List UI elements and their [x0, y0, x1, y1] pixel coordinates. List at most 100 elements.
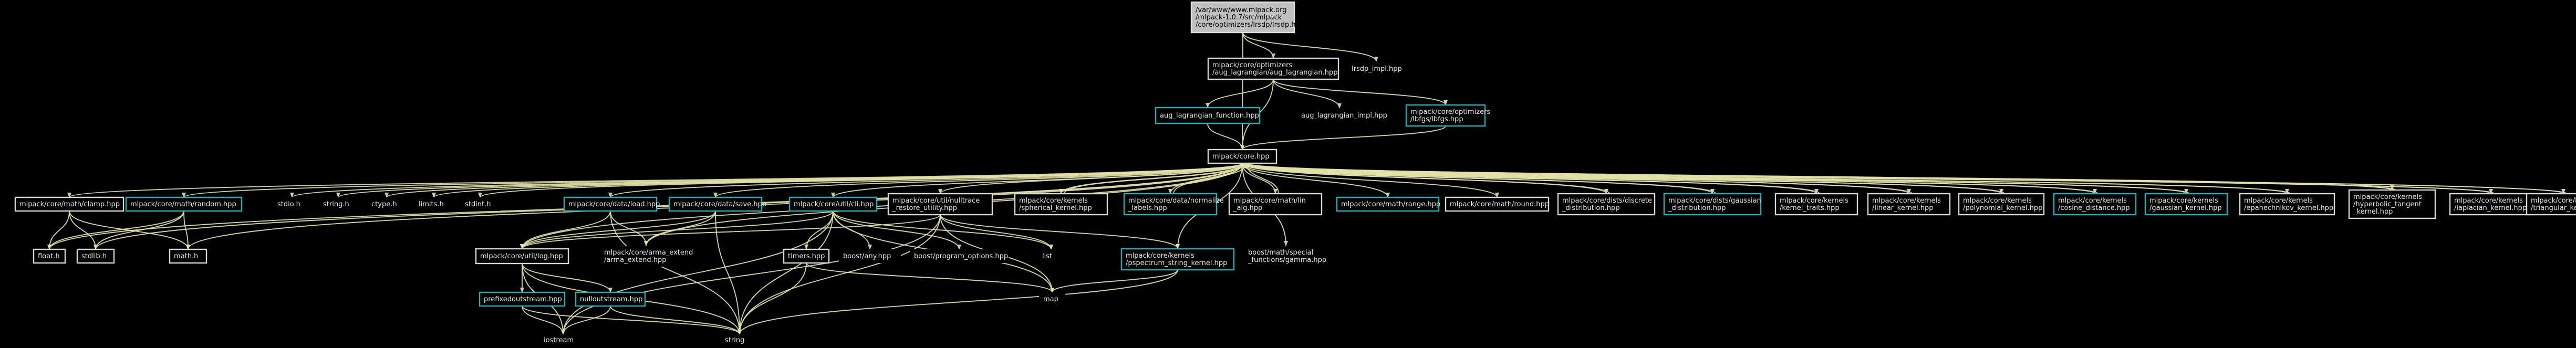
node-box	[33, 248, 66, 264]
node-triangular[interactable]: mlpack/core/kernels/triangular_kernel.hp…	[2526, 193, 2576, 216]
node-math[interactable]: math.h	[169, 248, 207, 264]
dependency-edge	[610, 305, 742, 335]
node-range[interactable]: mlpack/core/math/range.hpp	[1336, 196, 1440, 212]
node-layer: /var/www/www.mlpack.org/mlpack-1.0.7/src…	[14, 1, 2576, 346]
node-box	[721, 334, 759, 346]
dependency-edge	[1244, 163, 2291, 194]
node-box	[319, 197, 358, 211]
node-random[interactable]: mlpack/core/math/random.hpp	[125, 196, 243, 212]
dependency-edge	[608, 163, 1243, 198]
node-nulltrace[interactable]: mlpack/core/util/nulltrace_restore_utili…	[887, 193, 993, 216]
node-core[interactable]: mlpack/core.hpp	[1207, 149, 1277, 164]
node-label: mlpack/core/dists/discrete	[1562, 197, 1652, 205]
dependency-edge	[1064, 163, 1249, 194]
node-load[interactable]: mlpack/core/data/load.hpp	[563, 196, 660, 212]
dependency-edge	[47, 210, 70, 250]
dependency-edge	[806, 262, 1054, 293]
node-box	[1207, 149, 1277, 164]
node-box	[539, 334, 587, 346]
node-float[interactable]: float.h	[33, 248, 66, 264]
node-log[interactable]: mlpack/core/util/log.hpp	[475, 248, 569, 265]
node-label: map	[1043, 296, 1058, 303]
node-box	[1774, 193, 1858, 216]
node-label: mlpack/core/kernels	[2454, 197, 2523, 205]
node-clamp[interactable]: mlpack/core/math/clamp.hpp	[14, 196, 124, 212]
node-cosine[interactable]: mlpack/core/kernels/cosine_distance.hpp	[2053, 193, 2137, 216]
node-label: /hyperbolic_tangent	[2353, 201, 2422, 208]
node-lrsdp-impl: lrsdp_impl.hpp	[1347, 61, 1405, 76]
dependency-edge	[561, 305, 611, 335]
node-hyperbolic[interactable]: mlpack/core/kernels/hyperbolic_tangent_k…	[2348, 189, 2436, 219]
node-cli[interactable]: mlpack/core/util/cli.hpp	[788, 196, 878, 212]
node-discrete[interactable]: mlpack/core/dists/discrete_distribution.…	[1557, 193, 1656, 216]
node-box	[1244, 246, 1328, 267]
node-label: prefixedoutstream.hpp	[484, 296, 562, 303]
dependency-edge	[522, 305, 742, 335]
node-iostream: iostream	[539, 334, 587, 346]
node-string: string	[721, 334, 759, 346]
node-box	[461, 197, 500, 211]
node-kernel-traits[interactable]: mlpack/core/kernels/kernel_traits.hpp	[1774, 193, 1858, 216]
node-gaussian-kernel[interactable]: mlpack/core/kernels/gaussian_kernel.hpp	[2144, 193, 2228, 216]
node-pspectrum[interactable]: mlpack/core/kernels/pspectrum_string_ker…	[1120, 248, 1235, 271]
node-box	[1445, 196, 1550, 212]
node-lin-alg[interactable]: mlpack/core/math/lin_alg.hpp	[1228, 193, 1323, 216]
node-label: mlpack/core/math/round.hpp	[1450, 201, 1549, 208]
node-auglag-fn[interactable]: aug_lagrangian_function.hpp	[1155, 107, 1261, 124]
node-label: /epanechnikov_kernel.hpp	[2244, 204, 2333, 212]
node-label: nulloutstream.hpp	[580, 296, 642, 303]
node-round[interactable]: mlpack/core/math/round.hpp	[1445, 196, 1550, 212]
node-label: /var/www/www.mlpack.org	[1196, 6, 1287, 14]
node-label: /gaussian_kernel.hpp	[2149, 204, 2222, 212]
node-label: mlpack/core/kernels	[2353, 193, 2422, 201]
node-prefixedoutstream[interactable]: prefixedoutstream.hpp	[479, 291, 566, 307]
node-gaussian-dist[interactable]: mlpack/core/dists/gaussian_distribution.…	[1663, 193, 1762, 216]
node-label: mlpack/core/math/clamp.hpp	[19, 201, 120, 208]
node-label: mlpack/core/data/save.hpp	[673, 201, 766, 208]
node-label: /laplacian_kernel.hpp	[2454, 204, 2527, 212]
node-polynomial[interactable]: mlpack/core/kernels/polynomial_kernel.hp…	[1958, 193, 2045, 216]
dependency-edge	[833, 210, 961, 250]
dependency-edge	[1244, 163, 2190, 194]
node-label: ctype.h	[371, 201, 397, 208]
node-label: iostream	[544, 336, 574, 344]
node-label: boost/any.hpp	[843, 252, 891, 260]
node-linear[interactable]: mlpack/core/kernels/linear_kernel.hpp	[1867, 193, 1951, 216]
node-box	[1405, 104, 1486, 127]
node-label: mlpack/core/optimizers	[1410, 108, 1490, 116]
node-label: /polynomial_kernel.hpp	[1963, 204, 2042, 212]
node-normalize[interactable]: mlpack/core/data/normalize_labels.hpp	[1123, 193, 1224, 216]
node-box	[1155, 107, 1261, 124]
node-box	[2144, 193, 2228, 216]
node-timers[interactable]: timers.hpp	[783, 248, 830, 264]
dependency-edge	[738, 210, 834, 335]
node-label: mlpack/core/kernels	[2058, 197, 2127, 205]
node-label: limits.h	[419, 201, 444, 208]
node-stdlib[interactable]: stdlib.h	[76, 248, 115, 264]
node-box	[76, 248, 115, 264]
node-auglag[interactable]: mlpack/core/optimizers/aug_lagrangian/au…	[1207, 57, 1339, 80]
node-save[interactable]: mlpack/core/data/save.hpp	[668, 196, 766, 212]
node-label: mlpack/core/util/nulltrace	[892, 197, 980, 205]
node-epanechnikov[interactable]: mlpack/core/kernels/epanechnikov_kernel.…	[2239, 193, 2335, 216]
node-box	[1347, 61, 1405, 76]
node-label: _functions/gamma.hpp	[1248, 256, 1326, 264]
node-map: map	[1039, 292, 1065, 306]
node-box	[125, 196, 243, 212]
dependency-edge	[644, 210, 716, 246]
node-laplacian[interactable]: mlpack/core/kernels/laplacian_kernel.hpp	[2449, 193, 2533, 216]
node-nulloutstream[interactable]: nulloutstream.hpp	[575, 291, 646, 307]
dependency-edge	[1240, 125, 1446, 150]
dependency-edge	[478, 163, 1243, 198]
node-box	[1190, 1, 1295, 34]
node-box	[2348, 189, 2436, 219]
node-label: _kernel.hpp	[2353, 208, 2393, 216]
node-lbfgs[interactable]: mlpack/core/optimizers/lbfgs/lbfgs.hpp	[1405, 104, 1490, 127]
node-spherical[interactable]: mlpack/core/kernels/spherical_kernel.hpp	[1014, 193, 1108, 216]
dependency-edge	[1242, 32, 1378, 62]
dependency-edge	[182, 163, 1243, 198]
node-box	[783, 248, 830, 264]
node-box	[273, 197, 311, 211]
node-label: /mlpack-1.0.7/src/mlpack	[1196, 14, 1282, 22]
